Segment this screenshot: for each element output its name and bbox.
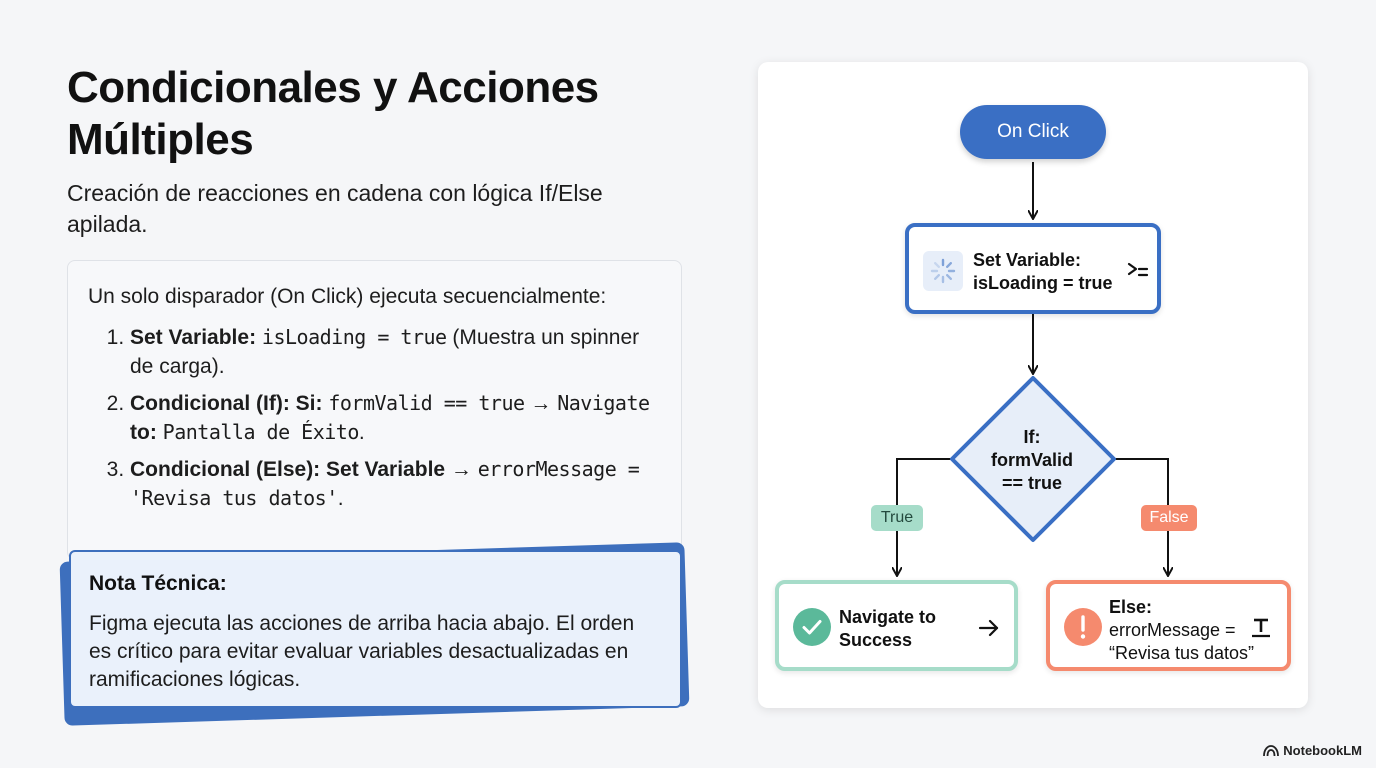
else-line1: Else: [1109,597,1153,617]
steps-card: Un solo disparador (On Click) ejecuta se… [67,260,682,560]
steps-intro: Un solo disparador (On Click) ejecuta se… [88,285,607,308]
exclamation-circle-icon [1064,608,1102,646]
brand-name: NotebookLM [1283,743,1362,758]
step-label: Condicional (If): Si: [130,392,323,415]
step-code: formValid == true [328,391,525,415]
flowchart-card: On Click Set Variable: isLoading = true [758,62,1308,708]
text-type-icon [1252,618,1270,638]
set-variable-text: Set Variable: isLoading = true [973,249,1113,295]
step-item: Condicional (If): Si: formValid == true … [130,389,661,447]
set-variable-line1: Set Variable: [973,250,1082,270]
set-variable-line2: isLoading = true [973,273,1113,293]
else-node: Else: errorMessage = “Revisa tus datos” [1046,580,1291,671]
step-label: Set Variable: [130,326,257,349]
step-arrow: → [524,392,558,415]
step-code: Navigate [557,391,650,415]
navigate-line1: Navigate to [839,607,937,627]
true-label: True [871,505,923,531]
set-variable-node: Set Variable: isLoading = true [905,223,1161,314]
trigger-on-click: On Click [960,105,1106,159]
note-title: Nota Técnica: [89,572,227,595]
note-card: Nota Técnica: Figma ejecuta las acciones… [69,550,682,708]
brand-logo: NotebookLM [1263,743,1362,758]
slide-title: Condicionales y Acciones Múltiples [67,63,599,164]
else-line2: errorMessage = [1109,620,1236,640]
arrow-right-icon [978,619,999,637]
navigate-line2: Success [839,630,913,650]
connector-if-true [897,458,952,575]
else-text: Else: errorMessage = “Revisa tus datos” [1109,596,1254,665]
step-code: Pantalla de Éxito [162,420,360,444]
spinner-icon [923,251,963,291]
step-item: Condicional (Else): Set Variable → error… [130,455,661,513]
note-text: Figma ejecuta las acciones de arriba hac… [89,612,635,691]
connector-if-false [1114,458,1168,575]
step-label: to: [130,421,157,444]
false-label: False [1141,505,1197,531]
step-end: . [337,487,344,510]
condition-line2: formValid [990,450,1074,470]
condition-line1: If: [1023,427,1041,447]
condition-text: If: formValid == true [972,426,1092,495]
notebooklm-icon [1263,744,1280,756]
slide-subtitle: Creación de reacciones en cadena con lóg… [67,180,603,237]
check-circle-icon [793,608,831,646]
else-line3: “Revisa tus datos” [1109,643,1255,663]
steps-list: Set Variable: isLoading = true (Muestra … [88,323,661,513]
step-item: Set Variable: isLoading = true (Muestra … [130,323,661,381]
step-text: (Muestra un spinner de carga). [130,326,640,378]
step-code: isLoading = true [261,325,447,349]
assign-arrow-icon [1127,262,1149,277]
step-code: errorMessage = 'Revisa tus datos' [130,457,640,510]
condition-line3: == true [1001,473,1063,493]
navigate-success-node: Navigate to Success [775,580,1018,671]
flowchart-connectors [758,162,1308,708]
step-label: Condicional (Else): Set Variable [130,458,446,481]
step-end: . [358,421,365,444]
step-arrow: → [445,458,478,481]
condition-diamond [950,376,1116,542]
navigate-success-text: Navigate to Success [839,606,936,652]
